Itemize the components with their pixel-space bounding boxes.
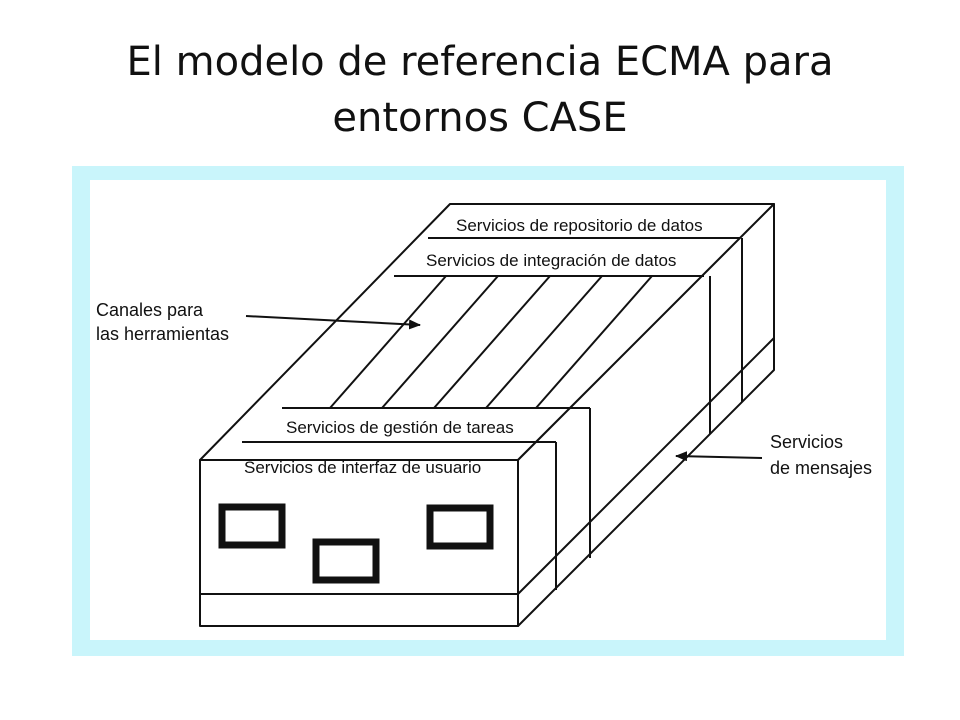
figure-canvas: Servicios de repositorio de datos Servic… xyxy=(90,180,886,640)
title-line-2: entornos CASE xyxy=(332,95,628,141)
front-window-middle xyxy=(312,538,380,584)
tool-channel-stripe xyxy=(329,275,447,409)
ecma-diagram: Servicios de repositorio de datos Servic… xyxy=(96,203,872,627)
tool-channels-callout-line2: las herramientas xyxy=(96,324,229,344)
tool-channel-stripe xyxy=(535,275,653,409)
tool-channel-stripe xyxy=(485,275,603,409)
slide-title: El modelo de referencia ECMA para entorn… xyxy=(0,34,960,146)
task-label: Servicios de gestión de tareas xyxy=(286,418,514,437)
front-window-right xyxy=(426,504,494,550)
integration-label: Servicios de integración de datos xyxy=(426,251,676,270)
tool-channels-arrow xyxy=(245,315,421,330)
tool-channel-stripe xyxy=(433,275,551,409)
messages-callout-line1: Servicios xyxy=(770,432,843,452)
tool-channel-stripe xyxy=(381,275,499,409)
repository-label: Servicios de repositorio de datos xyxy=(456,216,703,235)
ui-label: Servicios de interfaz de usuario xyxy=(244,458,481,477)
messages-callout-line2: de mensajes xyxy=(770,458,872,478)
figure-frame: Servicios de repositorio de datos Servic… xyxy=(72,166,904,656)
front-window-left xyxy=(218,503,286,549)
messages-arrow xyxy=(675,451,763,462)
title-line-1: El modelo de referencia ECMA para xyxy=(126,39,834,85)
right-base-strip-line xyxy=(517,337,775,595)
tool-channels-callout-line1: Canales para xyxy=(96,300,204,320)
